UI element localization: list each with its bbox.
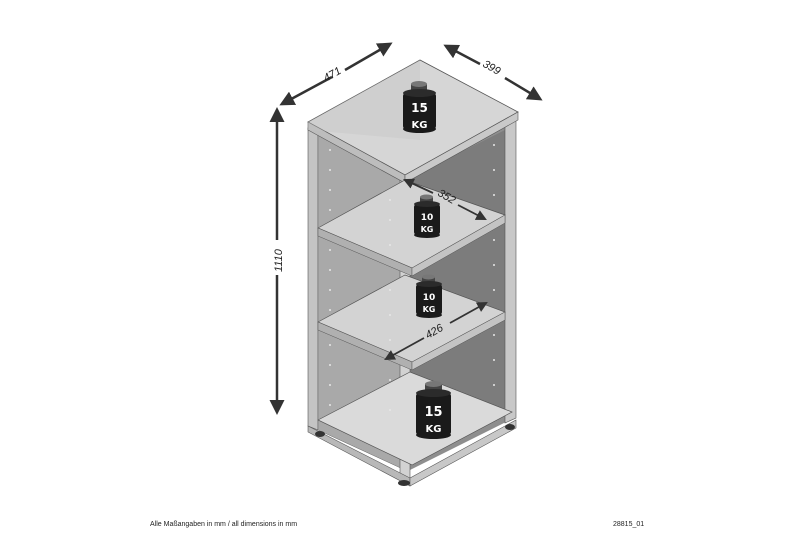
dimension-height: 1110: [269, 107, 285, 415]
weight-upper-shelf-10kg: 10 KG: [414, 194, 440, 238]
weight-top-15kg: 15 KG: [403, 81, 436, 133]
weight-bottom-value: 15: [424, 405, 442, 420]
weight-bottom-unit: KG: [426, 424, 442, 435]
weight-top-value: 15: [411, 101, 428, 115]
dimension-depth-label: 399: [481, 58, 503, 78]
weight-lower-value: 10: [423, 293, 436, 303]
article-code: 28815_01: [613, 521, 645, 528]
dimension-height-label: 1110: [273, 248, 285, 272]
weight-top-unit: KG: [412, 120, 428, 131]
weight-lower-unit: KG: [423, 305, 436, 314]
weight-upper-unit: KG: [421, 225, 434, 234]
dimension-depth: 399: [443, 44, 543, 101]
weight-bottom-15kg: 15 KG: [416, 381, 451, 439]
weight-lower-shelf-10kg: 10 KG: [416, 274, 442, 318]
dimension-width-label: 471: [322, 65, 344, 85]
weight-upper-value: 10: [421, 213, 434, 223]
units-note: Alle Maßangaben in mm / all dimensions i…: [150, 521, 298, 528]
